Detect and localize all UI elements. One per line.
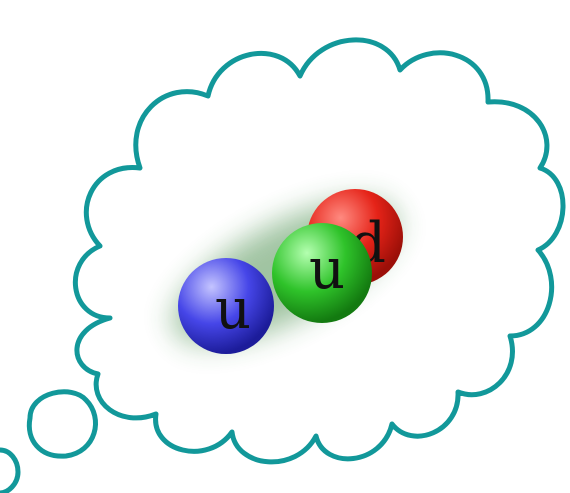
quark-up-blue-label: u <box>215 277 251 342</box>
quark-up-blue: u <box>178 258 274 354</box>
thought-bubble-tiny <box>0 450 18 493</box>
quark-up-green: u <box>272 223 372 323</box>
quark-up-green-label: u <box>309 237 345 302</box>
thought-bubble-small <box>29 392 95 456</box>
